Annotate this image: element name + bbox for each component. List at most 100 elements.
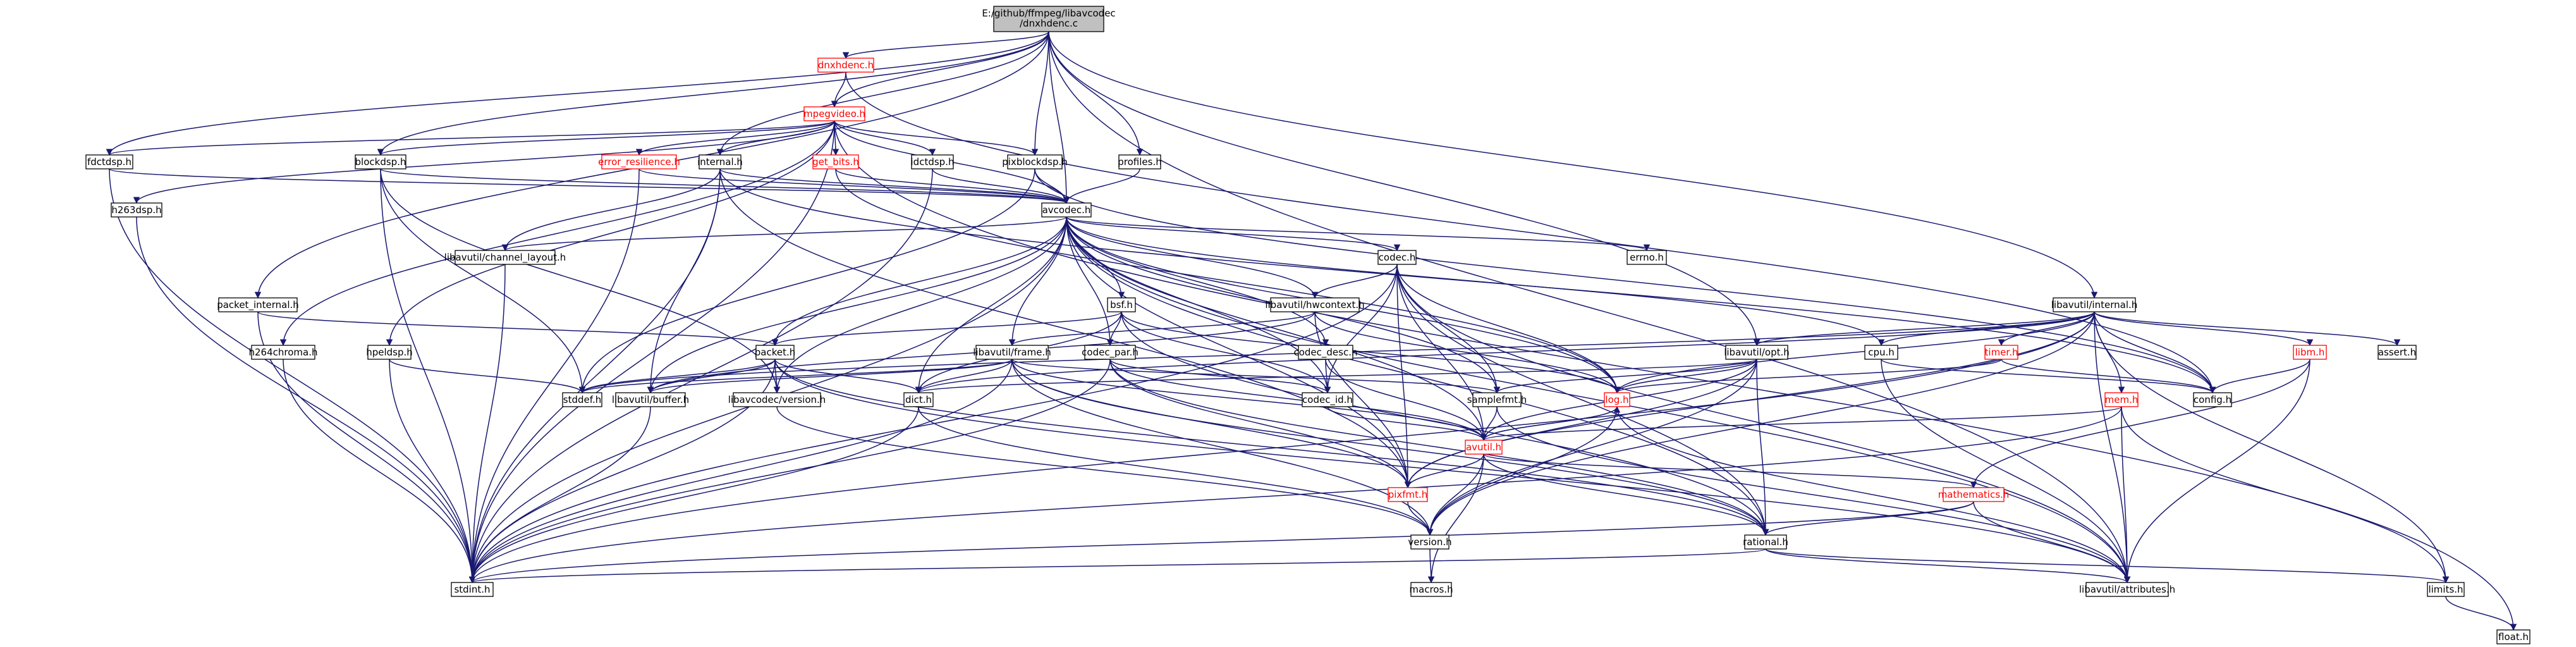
node-label: get_bits.h — [812, 156, 859, 168]
node-codec-desc-h[interactable]: codec_desc.h — [1293, 345, 1358, 360]
node-label: packet_internal.h — [217, 299, 299, 311]
edge-mpegvideo_h-to-blockdsp_h — [377, 120, 835, 156]
node-attributes-h[interactable]: libavutil/attributes.h — [2079, 582, 2175, 597]
node-bsf-h[interactable]: bsf.h — [1107, 297, 1136, 312]
edge-avcodec_h-to-hwcontext_h — [1066, 216, 1319, 299]
node-label: stddef.h — [563, 394, 601, 405]
node-box — [1118, 154, 1161, 169]
node-packet-internal-h[interactable]: packet_internal.h — [217, 297, 299, 312]
node-avcodec-h[interactable]: avcodec.h — [1041, 202, 1092, 218]
node-buffer-h[interactable]: libavutil/buffer.h — [612, 392, 689, 407]
edge-avutil_h-to-log_h — [1483, 405, 1621, 441]
node-log-h[interactable]: log.h — [1604, 392, 1630, 407]
node-mem-h[interactable]: mem.h — [2104, 392, 2139, 407]
edge-mathematics_h-to-rational_h — [1762, 501, 1974, 536]
node-pixblockdsp-h[interactable]: pixblockdsp.h — [1002, 154, 1068, 169]
edge-codec_h-to-codec_id_h — [1324, 264, 1398, 394]
edge-opt_h-to-pixfmt_h — [1404, 359, 1757, 489]
edge-lavu_internal_h-to-log_h — [1613, 311, 2095, 394]
edge-hpeldsp_h-to-stddef_h — [389, 359, 586, 394]
edge-root-to-opt_h — [1048, 31, 1761, 347]
node-limits-h[interactable]: limits.h — [2427, 582, 2465, 597]
node-packet-h[interactable]: packet.h — [755, 345, 796, 360]
node-internal-h[interactable]: internal.h — [697, 154, 743, 169]
node-frame-h[interactable]: libavutil/frame.h — [973, 345, 1051, 360]
edge-lavu_internal_h-to-assert_h — [2094, 311, 2401, 347]
node-root[interactable]: E:/github/ffmpeg/libavcodec/dnxhdenc.c — [982, 6, 1116, 32]
node-errno-h[interactable]: errno.h — [1627, 250, 1667, 265]
edge-lavu_internal_h-to-limits_h — [2094, 311, 2450, 584]
edge-codec_h-to-rational_h — [1396, 264, 1769, 536]
edge-get_bits_h-to-avcodec_h — [835, 168, 1070, 204]
edge-mem_h-to-avutil_h — [1480, 406, 2122, 441]
node-label: libavutil/channel_layout.h — [444, 252, 566, 264]
edge-root-to-fdctdsp_h — [106, 31, 1049, 156]
edge-error_resilience_h-to-avcodec_h — [638, 168, 1070, 204]
node-get-bits-h[interactable]: get_bits.h — [812, 154, 859, 169]
node-box — [1410, 534, 1450, 550]
edge-internal_h-to-avcodec_h — [719, 168, 1070, 204]
edge-rational_h-to-limits_h — [1765, 548, 2449, 584]
node-h263dsp-h[interactable]: h263dsp.h — [111, 202, 162, 218]
node-box — [911, 154, 954, 169]
node-libm-h[interactable]: libm.h — [2293, 345, 2327, 360]
node-h264chroma-h[interactable]: h264chroma.h — [249, 345, 318, 360]
node-opt-h[interactable]: libavutil/opt.h — [1724, 345, 1790, 360]
node-box — [2427, 582, 2465, 597]
edge-get_bits_h-to-log_h — [835, 168, 1621, 394]
node-stddef-h[interactable]: stddef.h — [562, 392, 602, 407]
node-config-h[interactable]: config.h — [2193, 392, 2232, 407]
edge-root-to-dnxhdenc_h — [842, 31, 1049, 59]
node-dict-h[interactable]: dict.h — [903, 392, 934, 407]
edge-lavc_version_h-to-version_h — [776, 406, 1434, 536]
edge-packet_internal_h-to-packet_h — [257, 311, 778, 347]
node-profiles-h[interactable]: profiles.h — [1118, 154, 1162, 169]
edge-avcodec_h-to-buffer_h — [647, 216, 1067, 394]
node-label: errno.h — [1630, 252, 1664, 263]
node-version-h[interactable]: version.h — [1408, 534, 1452, 550]
node-mathematics-h[interactable]: mathematics.h — [1938, 487, 2010, 502]
node-codec-par-h[interactable]: codec_par.h — [1082, 345, 1138, 360]
edge-mpegvideo_h-to-hpeldsp_h — [386, 120, 835, 347]
node-channel-layout-h[interactable]: libavutil/channel_layout.h — [444, 250, 566, 265]
node-idctdsp-h[interactable]: idctdsp.h — [911, 154, 955, 169]
node-dnxhdenc-h[interactable]: dnxhdenc.h — [817, 58, 874, 73]
node-rational-h[interactable]: rational.h — [1743, 534, 1788, 550]
edge-lavu_internal_h-to-version_h — [1426, 311, 2095, 536]
node-error-resilience-h[interactable]: error_resilience.h — [598, 154, 680, 169]
node-macros-h[interactable]: macros.h — [1409, 582, 1453, 597]
node-assert-h[interactable]: assert.h — [2378, 345, 2417, 360]
edge-frame_h-to-buffer_h — [647, 359, 1013, 394]
node-label: config.h — [2194, 394, 2231, 405]
edge-packet_h-to-rational_h — [774, 359, 1769, 536]
edge-lavu_internal_h-to-libm_h — [2094, 311, 2314, 347]
node-samplefmt-h[interactable]: samplefmt.h — [1467, 392, 1527, 407]
node-fdctdsp-h[interactable]: fdctdsp.h — [85, 154, 133, 169]
edge-pixblockdsp_h-to-config_h — [1034, 168, 2216, 394]
edge-avcodec_h-to-channel_layout_h — [502, 216, 1067, 252]
node-codec-id-h[interactable]: codec_id.h — [1302, 392, 1353, 407]
node-timer-h[interactable]: timer.h — [1984, 345, 2018, 360]
node-codec-h[interactable]: codec.h — [1377, 250, 1417, 265]
edge-avcodec_h-to-codec_par_h — [1066, 216, 1114, 347]
node-hwcontext-h[interactable]: libavutil/hwcontext.h — [1265, 297, 1365, 312]
edge-buffer_h-to-stdint_h — [468, 406, 651, 584]
node-cpu-h[interactable]: cpu.h — [1864, 345, 1898, 360]
edge-fdctdsp_h-to-stdint_h — [109, 168, 476, 584]
edge-cpu_h-to-attributes_h — [1881, 359, 2131, 584]
edge-blockdsp_h-to-lavc_version_h — [380, 168, 781, 394]
node-float-h[interactable]: float.h — [2496, 629, 2530, 644]
edge-codec_h-to-log_h — [1396, 264, 1621, 394]
edge-mpegvideo_h-to-h263dsp_h — [133, 120, 835, 204]
node-box — [1084, 345, 1136, 360]
node-stdint-h[interactable]: stdint.h — [451, 582, 494, 597]
node-avutil-h[interactable]: avutil.h — [1465, 440, 1503, 455]
node-mpegvideo-h[interactable]: mpegvideo.h — [803, 106, 865, 121]
node-pixfmt-h[interactable]: pixfmt.h — [1388, 487, 1428, 502]
node-hpeldsp-h[interactable]: hpeldsp.h — [366, 345, 413, 360]
node-box — [733, 392, 821, 407]
node-blockdsp-h[interactable]: blockdsp.h — [355, 154, 406, 169]
node-lavu-internal-h[interactable]: libavutil/internal.h — [2051, 297, 2138, 312]
edge-libm_h-to-attributes_h — [2123, 359, 2310, 584]
node-lavc-version-h[interactable]: libavcodec/version.h — [728, 392, 826, 407]
